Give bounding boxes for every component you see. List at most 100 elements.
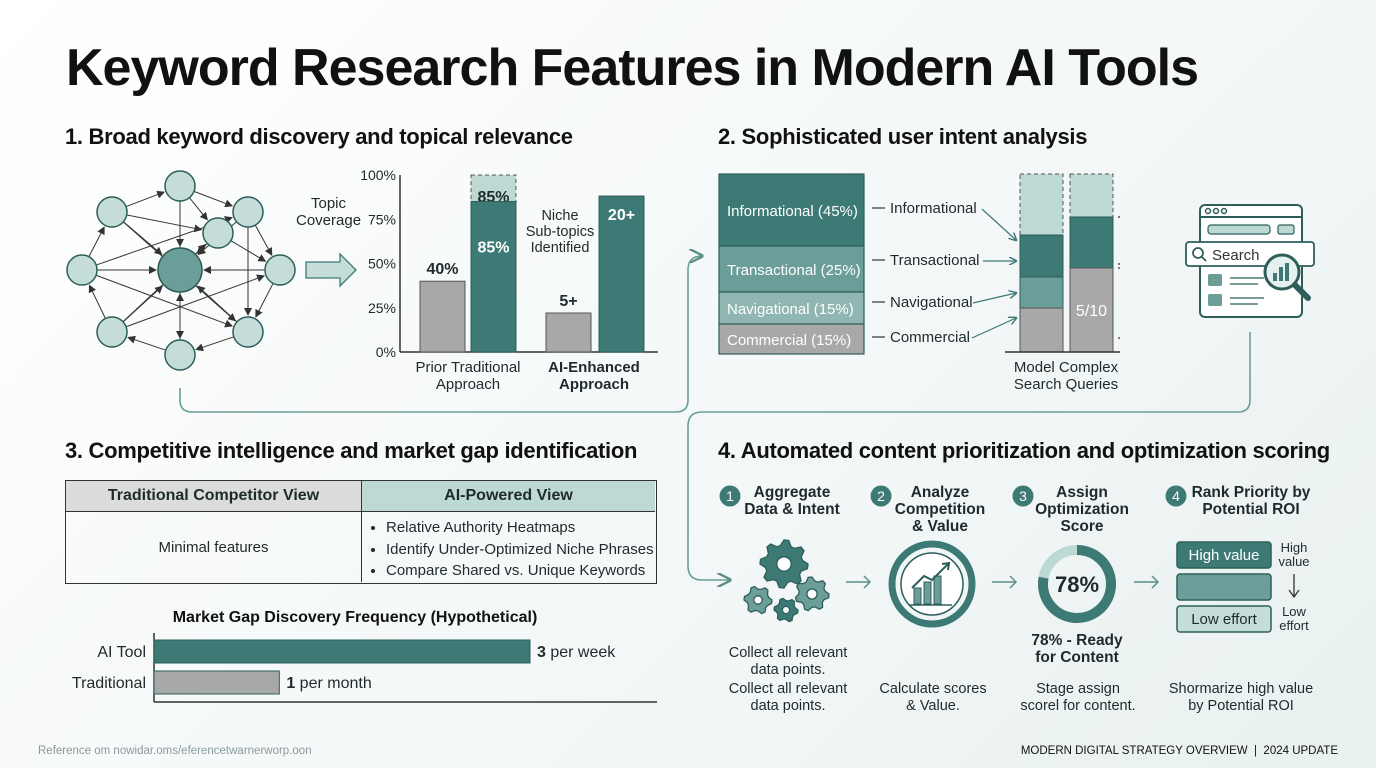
y-tick-label: 100% (360, 167, 396, 183)
niche-line-2: Sub-topics (525, 224, 595, 240)
y-tick-label: 50% (368, 256, 396, 272)
section-3-heading: 3. Competitive intelligence and market g… (65, 438, 638, 463)
topic-coverage-line-2: Coverage (296, 212, 362, 229)
bar-label: 40% (426, 261, 458, 278)
query-bar-2-empty (1069, 173, 1114, 218)
network-node (164, 170, 196, 202)
coverage-bar-chart: 0%25%50%75%100%40%85%85%5+20+Prior Tradi… (360, 167, 658, 393)
query-bar-1-segment (1019, 276, 1064, 309)
section-1-heading: 1. Broad keyword discovery and topical r… (65, 124, 573, 149)
niche-line-1: Niche (541, 208, 579, 224)
svg-text:1: 1 (726, 488, 734, 504)
intent-segment-label: Informational (45%) (727, 203, 858, 220)
list-item: Relative Authority Heatmaps (386, 517, 654, 539)
step-arrow-1 (846, 575, 872, 589)
bar-label: 5+ (559, 293, 577, 310)
bar-value-label: 1 per month (286, 675, 371, 692)
step-number-badges: 1 2 3 4 (719, 485, 1187, 507)
side-low-line-1: Low (1282, 604, 1306, 619)
y-tick-label: 25% (368, 300, 396, 316)
intent-segment-label: Commercial (15%) (727, 332, 851, 349)
side-low-line-2: effort (1279, 618, 1309, 633)
intent-tag: Transactional (890, 252, 980, 269)
network-edge (122, 285, 164, 323)
intent-segment (718, 245, 865, 293)
page-title: Keyword Research Features in Modern AI T… (66, 39, 1199, 97)
step-badge-4: 4 (1165, 485, 1187, 507)
intent-chart: Informational (45%)Transactional (25%)Na… (718, 173, 1120, 393)
network-edge (196, 285, 238, 323)
network-edge (195, 336, 234, 352)
table-header-ai: AI-Powered View (362, 481, 655, 512)
section-2-heading: 2. Sophisticated user intent analysis (718, 124, 1088, 149)
query-bar-1-empty (1019, 173, 1064, 236)
network-edge (88, 226, 105, 257)
intent-caption-line-2: Search Queries (1014, 376, 1118, 393)
table-header-traditional: Traditional Competitor View (66, 481, 362, 512)
svg-text:3: 3 (1019, 488, 1027, 504)
search-label: Search (1212, 247, 1260, 264)
bar-label: 85% (477, 240, 509, 257)
table-cell-traditional: Minimal features (66, 512, 362, 582)
intent-arrow (981, 208, 1016, 240)
svg-text:2: 2 (877, 488, 885, 504)
list-item: Compare Shared vs. Unique Keywords (386, 560, 654, 582)
rank-high-box (1176, 541, 1272, 569)
intent-tag: Informational (890, 200, 977, 217)
network-edge (95, 274, 234, 328)
score-donut-value: 78% (1055, 572, 1099, 597)
network-node (164, 339, 196, 371)
intent-stack-marks: Informational (45%)Transactional (25%)Na… (718, 173, 1120, 355)
score-donut (1038, 545, 1116, 623)
network-edge (196, 243, 208, 254)
y-tick-label: 0% (376, 344, 396, 360)
niche-subtopics-label: Niche Sub-topics Identified (521, 208, 599, 256)
category-label: Approach (436, 376, 500, 393)
step-badge-2: 2 (870, 485, 892, 507)
market-gap-chart-title: Market Gap Discovery Frequency (Hypothet… (173, 609, 538, 626)
bar-ai-coverage (470, 201, 517, 353)
bracket-high (1118, 216, 1120, 265)
down-arrow-icon (1288, 574, 1300, 599)
topic-coverage-label: Topic Coverage (296, 195, 361, 229)
network-edge (254, 224, 273, 256)
bar-traditional-coverage (419, 280, 466, 353)
network-edge (189, 197, 208, 221)
network-edge (126, 214, 203, 233)
donut-fill (1038, 545, 1116, 623)
step-arrow-2 (992, 575, 1018, 589)
network-edge (125, 190, 166, 208)
step-2-description: Calculate scores& Value. (879, 681, 987, 714)
bar-value-label: 3 per week (537, 644, 616, 661)
niche-line-3: Identified (530, 240, 590, 256)
connector-1-to-2 (179, 256, 702, 413)
network-edge (88, 284, 106, 319)
intent-segment-label: Navigational (15%) (727, 301, 854, 318)
intent-segment (718, 291, 865, 325)
growth-chart-icon (888, 540, 976, 628)
side-high-line-2: value (1278, 554, 1309, 569)
network-node (202, 217, 234, 249)
intent-caption-line-1: Model Complex (1014, 359, 1119, 376)
search-analytics-icon: Search (1185, 204, 1315, 318)
query-bar-2-segment (1069, 267, 1114, 353)
intent-tag: Navigational (890, 294, 973, 311)
footer-tagline: MODERN DIGITAL STRATEGY OVERVIEW | 2024 … (1020, 745, 1338, 757)
bar-ai-niche (598, 195, 645, 353)
step-badge-3: 3 (1012, 485, 1034, 507)
bar-ai-coverage-dashed (470, 174, 517, 203)
bar-label: 20+ (608, 207, 635, 224)
network-edge (255, 283, 274, 318)
inner-score-label: 5/10 (1076, 303, 1107, 320)
category-label: AI-Enhanced (548, 359, 640, 376)
step-visuals: 78% High value Low effort High value Low… (743, 539, 1310, 633)
network-edge (123, 221, 163, 256)
